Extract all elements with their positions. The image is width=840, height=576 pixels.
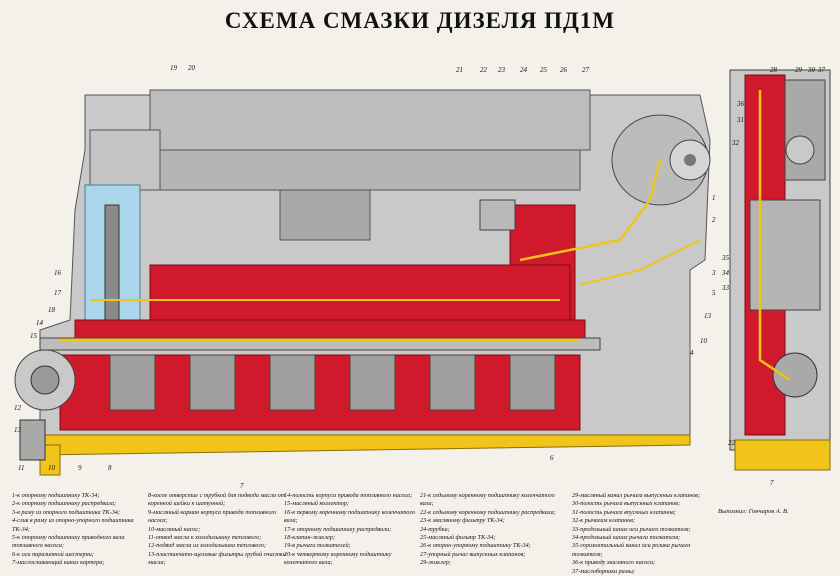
legend-item: 6-к оси паразитной шестерни; <box>12 550 94 558</box>
legend-column-5: 29-масляный канал рычага выпускных клапа… <box>572 492 712 576</box>
callout-4: 4 <box>690 349 694 357</box>
callout-10: 10 <box>48 464 56 472</box>
legend-item: 27-упорный рычаг выпускных клапанов; <box>420 550 526 558</box>
legend-item: 7-маслосливающий канал картера; <box>12 559 105 567</box>
legend-item: 33-продольный канал оси рычаго толкателя… <box>572 525 691 533</box>
legend-item: 36-к приводу масляного насоса; <box>572 559 656 567</box>
callout-34: 34 <box>721 269 730 277</box>
legend-item: 11-отвод масла к холодильнику теплового; <box>148 534 262 542</box>
callout-13: 13 <box>14 426 22 434</box>
legend-item: 29-масляный канал рычага выпускных клапа… <box>572 492 701 499</box>
callout-14: 14 <box>36 319 44 327</box>
legend-item: 19-в рычаги толкателей; <box>284 542 351 550</box>
legend-item: 34-продольный канал рычага толкателя; <box>572 534 681 542</box>
engine-side-view <box>14 89 711 476</box>
legend-item: 16-к первому коренному подшипнику коленч… <box>284 508 415 525</box>
page-title: СХЕМА СМАЗКИ ДИЗЕЛЯ ПД1М <box>224 8 616 33</box>
legend-column-2: 8-косое отверстие с трубкой для подвода … <box>148 492 288 568</box>
legend-item: 23-к масляному фильтру ТК-34; <box>420 517 505 525</box>
callout-20: 20 <box>188 64 196 72</box>
callout-26: 26 <box>560 66 568 74</box>
callout-22-right: 22 <box>728 439 736 447</box>
legend-item: 25-масляный фильтр ТК-34; <box>420 534 496 542</box>
callout-10-right: 10 <box>700 337 708 345</box>
legend-item: 9-масляный карман корпуса привода топлив… <box>148 508 277 525</box>
legend-item: 17-к опорному подшипнику распредвала; <box>284 525 392 533</box>
callout-29: 29 <box>795 66 803 74</box>
callout-11: 11 <box>18 464 24 472</box>
callout-3: 3 <box>711 269 716 277</box>
legend-item: 32-к рычагам клапанов; <box>572 517 636 525</box>
lubrication-diagram: 19 20 21 22 23 24 25 26 27 28 29 30 37 3… <box>14 64 831 490</box>
callout-23: 23 <box>498 66 506 74</box>
callout-16: 16 <box>54 269 62 277</box>
callout-13-right: 13 <box>704 312 712 320</box>
legend-item: 31-полость рычага впускных клапанов; <box>572 508 676 516</box>
callout-22: 22 <box>480 66 488 74</box>
legend-item: 37-маслоборника рамы; <box>572 567 635 575</box>
legend-item: 5-к опорному подшипнику приводного вала … <box>12 534 125 550</box>
callout-17: 17 <box>54 289 62 297</box>
callout-27: 27 <box>582 66 590 74</box>
legend-item: 22-к седьмому коренному подшипнику распр… <box>420 508 556 516</box>
legend-item: 30-полость рычага выпускных клапанов; <box>572 500 681 508</box>
legend-column-3: 14-полость корпуса привода топливного на… <box>284 492 424 568</box>
legend-item: 4-слив в раму из опорно-упорного подшипн… <box>12 517 134 533</box>
callout-15: 15 <box>30 332 38 340</box>
legend-item: 15-масляный коллектор; <box>284 500 349 508</box>
callout-35: 35 <box>721 254 730 262</box>
callout-21: 21 <box>456 66 463 74</box>
legend-item: 3-в раму из опорного подшипника ТК-34; <box>12 508 120 516</box>
legend-item: 10-масляный насос; <box>148 525 201 533</box>
callout-24: 24 <box>520 66 528 74</box>
legend: 1-к опорному подшипнику ТК-34; 2-к опорн… <box>12 492 832 575</box>
legend-item: 35-горизонтальный канал оси ролика рычаг… <box>572 542 691 558</box>
callout-25: 25 <box>540 66 548 74</box>
legend-item: 12-подвод масла из холодильника тепловог… <box>148 542 267 550</box>
legend-item: 18-клапан-жиклер; <box>284 534 336 542</box>
callout-18: 18 <box>48 306 56 314</box>
callout-6: 6 <box>550 454 554 462</box>
legend-column-1: 1-к опорному подшипнику ТК-34; 2-к опорн… <box>12 492 152 568</box>
legend-item: 20-к четвертому коренному подшипнику кол… <box>284 550 392 567</box>
callout-7: 7 <box>240 482 244 490</box>
legend-item: 8-косое отверстие с трубкой для подвода … <box>148 492 286 508</box>
legend-item: 1-к опорному подшипнику ТК-34; <box>12 492 100 499</box>
callout-5: 5 <box>712 289 716 297</box>
callout-28: 28 <box>770 66 778 74</box>
callout-19: 19 <box>170 64 178 72</box>
callout-2: 2 <box>712 216 716 224</box>
callout-1: 1 <box>712 194 716 202</box>
callout-37: 37 <box>817 66 826 74</box>
legend-column-4: 21-к седьмому коренному подшипнику колен… <box>420 492 560 568</box>
author-credit: Выполнил: Гончаров А. В. <box>718 508 789 515</box>
legend-item: 13-пластинчато-щелевые фильтры грубой оч… <box>148 550 286 567</box>
callout-36: 36 <box>736 100 745 108</box>
callout-7-right: 7 <box>770 479 774 487</box>
legend-item: 26-к опорно-упорному подшипнику ТК-34; <box>420 542 531 550</box>
engine-cross-section <box>729 69 831 471</box>
legend-item: 21-к седьмому коренному подшипнику колен… <box>420 492 555 508</box>
callout-33: 33 <box>721 284 730 292</box>
legend-item: 24-трубки; <box>420 525 450 533</box>
legend-item: 29-жиклер; <box>420 559 451 567</box>
callout-32: 32 <box>731 139 740 147</box>
callout-12: 12 <box>14 404 22 412</box>
legend-item: 14-полость корпуса привода топливного на… <box>284 492 413 499</box>
callout-8: 8 <box>108 464 112 472</box>
callout-30: 30 <box>807 66 816 74</box>
callout-labels: 19 20 21 22 23 24 25 26 27 28 29 30 37 3… <box>14 64 826 490</box>
legend-item: 2-к опорному подшипнику распредвала; <box>12 500 117 508</box>
callout-9: 9 <box>78 464 82 472</box>
callout-31: 31 <box>736 116 744 124</box>
